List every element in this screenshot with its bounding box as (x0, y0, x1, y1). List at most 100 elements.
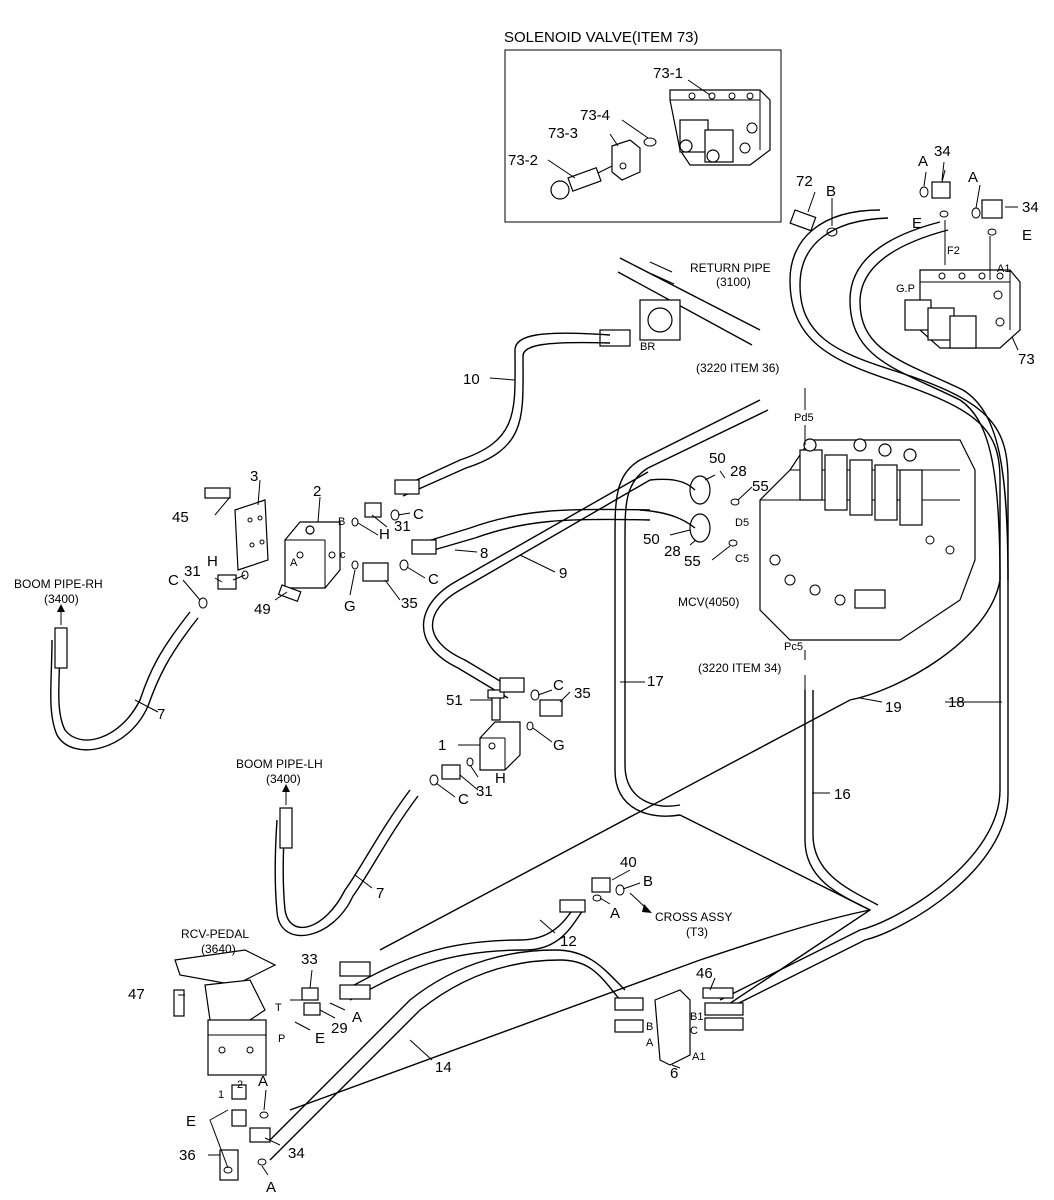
label-b1: B1 (690, 1011, 703, 1023)
label-34-right: 34 (1022, 199, 1039, 216)
label-port-2: 2 (237, 1079, 243, 1091)
label-pc5: Pc5 (784, 641, 803, 653)
hose-end-12-b (339, 984, 371, 1000)
label-c-b: C (428, 571, 439, 588)
fitting-31-c (441, 764, 461, 780)
hose-10 (394, 332, 611, 491)
label-50-b: 50 (643, 531, 660, 548)
label-a-bot2: A (266, 1179, 276, 1196)
label-46: 46 (696, 965, 713, 982)
hose-9 (432, 479, 651, 691)
label-e-bot: E (186, 1113, 196, 1130)
label-a1-valve: A1 (997, 263, 1010, 275)
hose-7-lh (282, 789, 411, 929)
hose-14-upper (289, 909, 871, 1111)
hose-end-12-a (339, 961, 371, 977)
label-c-d: C (553, 677, 564, 694)
label-return-pipe-ref: (3100) (716, 275, 751, 289)
hose-7-rh-side (50, 617, 199, 751)
label-b-top: B (826, 183, 836, 200)
solenoid-valve-73 (904, 269, 1021, 349)
tee-40 (591, 877, 652, 913)
label-50-a: 50 (709, 450, 726, 467)
block-1 (479, 689, 521, 771)
label-3: 3 (250, 468, 258, 485)
elbow-34-right (971, 199, 1003, 219)
hose-end-12-c (559, 899, 586, 913)
hose-19-side (859, 229, 1009, 581)
label-73-1: 73-1 (653, 65, 683, 82)
label-6: 6 (670, 1065, 678, 1082)
label-31-a: 31 (394, 518, 411, 535)
o-ring-c-b (399, 559, 409, 571)
label-rcv-ref: (3640) (201, 942, 236, 956)
label-return-pipe: RETURN PIPE (690, 261, 771, 275)
label-12: 12 (560, 933, 577, 950)
label-49: 49 (254, 601, 271, 618)
label-item36-ref: (3220 ITEM 36) (696, 361, 779, 375)
label-item34-ref: (3220 ITEM 34) (698, 661, 781, 675)
label-h-a: H (379, 526, 390, 543)
label-a-cross: A (610, 905, 620, 922)
hose-14-side (269, 949, 626, 1141)
o-ring-g-a (351, 560, 359, 570)
rcv-pedal (174, 949, 277, 1076)
solenoid-valve-inset: SOLENOID VALVE(ITEM 73) (504, 29, 782, 223)
label-h-c: H (495, 770, 506, 787)
elbow-34-bottom (249, 1127, 271, 1143)
o-ring-h-c (466, 757, 474, 767)
fitting-port-1 (231, 1084, 247, 1100)
label-e-ped: E (315, 1030, 325, 1047)
label-31-c: 31 (476, 783, 493, 800)
fitting-port-2 (231, 1109, 247, 1127)
plug-73-2 (550, 165, 613, 200)
label-g-b: G (553, 737, 565, 754)
inset-title: SOLENOID VALVE(ITEM 73) (504, 29, 699, 46)
fitting-31-b (217, 574, 237, 590)
block-2 (284, 521, 341, 589)
label-p-port: P (278, 1033, 285, 1045)
label-e-top2: E (1022, 227, 1032, 244)
label-16: 16 (834, 786, 851, 803)
label-31-b: 31 (184, 563, 201, 580)
label-14: 14 (435, 1059, 452, 1076)
hose-19 (379, 221, 1001, 951)
o-ring-g-b (526, 721, 534, 731)
hose-12 (344, 899, 581, 991)
label-b-man: B (646, 1021, 653, 1033)
label-47: 47 (128, 986, 145, 1003)
manifold-6 (614, 987, 744, 1066)
part-73-3 (611, 139, 641, 181)
label-8: 8 (480, 545, 488, 562)
elbow-35-b (539, 699, 563, 717)
label-51: 51 (446, 692, 463, 709)
fitting-31-a (364, 502, 382, 518)
hose-end-8 (411, 539, 437, 555)
label-br: BR (640, 341, 655, 353)
label-45: 45 (172, 509, 189, 526)
hose-7-lh-side (274, 795, 419, 937)
hose-17 (614, 399, 871, 911)
label-73: 73 (1018, 351, 1035, 368)
label-c-blk: c (340, 549, 346, 561)
label-40: 40 (620, 854, 637, 871)
label-c-c: C (168, 572, 179, 589)
elbow-35-a (362, 562, 389, 582)
label-9: 9 (559, 565, 567, 582)
label-b-blk: B (338, 516, 345, 528)
hose-8 (414, 508, 651, 546)
label-pd5: Pd5 (794, 412, 814, 424)
label-72: 72 (796, 173, 813, 190)
o-ring-73-4 (643, 137, 657, 147)
o-ring-e-1 (939, 210, 949, 218)
label-28-b: 28 (664, 543, 681, 560)
label-boom-rh-ref: (3400) (44, 592, 79, 606)
label-55-b: 55 (684, 553, 701, 570)
o-ring-c-c (198, 597, 208, 609)
o-ring-a-bot1 (259, 1111, 269, 1119)
valve-73-1 (669, 89, 771, 166)
fitting-29 (303, 1002, 321, 1016)
hose-7-rh (58, 611, 191, 741)
label-73-4: 73-4 (580, 107, 610, 124)
